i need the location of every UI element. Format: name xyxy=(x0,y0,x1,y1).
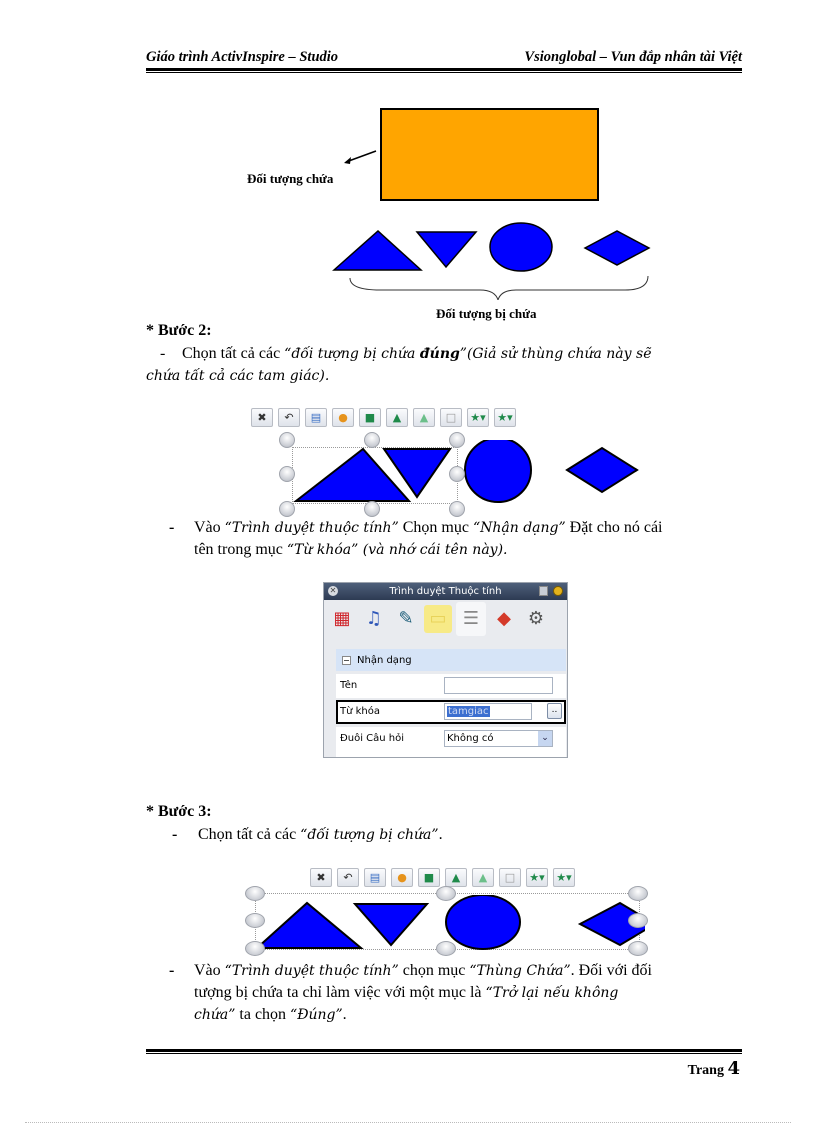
resize-handle[interactable] xyxy=(628,913,648,928)
fill-color-icon[interactable]: ● xyxy=(391,868,413,887)
header-right-title: Vsionglobal – Vun đắp nhân tài Việt xyxy=(524,49,742,65)
group-icon[interactable]: ■ xyxy=(359,408,381,427)
tab-annotation-icon[interactable]: ✎ xyxy=(398,608,414,629)
fill-color-icon[interactable]: ● xyxy=(332,408,354,427)
resize-handle[interactable] xyxy=(628,886,648,901)
resize-handle[interactable] xyxy=(245,913,265,928)
properties-icon[interactable]: ▤ xyxy=(364,868,386,887)
resize-handle[interactable] xyxy=(436,941,456,956)
shape-menu-icon[interactable]: ★▾ xyxy=(526,868,548,887)
resize-handle[interactable] xyxy=(245,941,265,956)
send-backward-icon[interactable]: ▲ xyxy=(413,408,435,427)
properties-icon[interactable]: ▤ xyxy=(305,408,327,427)
object-edit-toolbar: ✖ ↶ ▤ ● ■ ▲ ▲ □ ★▾ ★▾ xyxy=(251,408,516,427)
resize-handle[interactable] xyxy=(279,501,295,517)
duplicate-icon[interactable]: □ xyxy=(440,408,462,427)
resize-handle[interactable] xyxy=(449,466,465,482)
header-rule-thin xyxy=(146,72,742,73)
rotate-icon[interactable]: ↶ xyxy=(337,868,359,887)
header-rule xyxy=(146,68,742,71)
step-3-title: * Bước 3: xyxy=(146,803,212,820)
collapse-icon[interactable] xyxy=(342,655,351,665)
scale-handle[interactable] xyxy=(628,941,648,956)
footer-rule xyxy=(146,1049,742,1052)
resize-handle[interactable] xyxy=(279,432,295,448)
move-icon[interactable]: ✖ xyxy=(251,408,273,427)
all-shapes-selection-illustration xyxy=(255,895,645,950)
container-shapes-illustration xyxy=(332,108,651,300)
row-keyword: Từ khóa tamgiac .. xyxy=(336,700,566,724)
question-tag-select[interactable]: Không có ⌄ xyxy=(444,730,553,747)
group-icon[interactable]: ■ xyxy=(418,868,440,887)
close-icon[interactable]: ✕ xyxy=(328,586,338,596)
step-2-instruction-2: Vào “Trình duyệt thuộc tính” Chọn mục “N… xyxy=(194,519,663,558)
bring-forward-icon[interactable]: ▲ xyxy=(445,868,467,887)
step-2-title: * Bước 2: xyxy=(146,322,212,339)
name-input[interactable] xyxy=(444,677,553,694)
tab-pages-icon[interactable]: ▦ xyxy=(333,608,351,629)
dialog-title-bar[interactable]: ✕ Trình duyệt Thuộc tính xyxy=(324,583,567,600)
tab-resources-icon[interactable]: ♫ xyxy=(365,608,383,629)
scale-handle[interactable] xyxy=(449,501,465,517)
rotate-icon[interactable]: ↶ xyxy=(278,408,300,427)
bring-forward-icon[interactable]: ▲ xyxy=(386,408,408,427)
tab-actions-icon[interactable]: ◆ xyxy=(497,608,511,629)
bullet-dash: - xyxy=(169,962,175,979)
resize-handle[interactable] xyxy=(245,886,265,901)
step-3-instruction-2: Vào “Trình duyệt thuộc tính” chọn mục “T… xyxy=(194,962,652,1023)
tab-notes-icon[interactable]: ▭ xyxy=(424,604,452,633)
section-identification[interactable]: Nhận dạng xyxy=(336,649,566,671)
object-edit-toolbar-2: ✖ ↶ ▤ ● ■ ▲ ▲ □ ★▾ ★▾ xyxy=(310,868,575,887)
tab-properties-icon[interactable]: ☰ xyxy=(456,601,486,636)
tab-voting-icon[interactable]: ⚙ xyxy=(527,608,545,629)
calculator-icon[interactable] xyxy=(539,586,548,596)
contained-label: Đối tượng bị chứa xyxy=(436,306,537,321)
step-2-instruction-1: -Chọn tất cả các “đối tượng bị chứa đúng… xyxy=(146,345,652,384)
shapes-selection-illustration xyxy=(293,440,639,503)
dialog-title: Trình duyệt Thuộc tính xyxy=(389,586,502,597)
resize-handle[interactable] xyxy=(364,432,380,448)
property-browser-dialog: ✕ Trình duyệt Thuộc tính ▦ ♫ ✎ ▭ ☰ ◆ ⚙ N… xyxy=(323,582,568,758)
footer-rule-thin xyxy=(146,1053,742,1054)
bullet-dash: - xyxy=(172,826,178,843)
bullet-dash: - xyxy=(169,519,175,536)
shape-menu-icon[interactable]: ★▾ xyxy=(467,408,489,427)
more-menu-icon[interactable]: ★▾ xyxy=(494,408,516,427)
more-menu-icon[interactable]: ★▾ xyxy=(553,868,575,887)
resize-handle[interactable] xyxy=(364,501,380,517)
row-question-tag: Đuôi Câu hỏi Không có ⌄ xyxy=(336,727,566,757)
keyword-input[interactable]: tamgiac xyxy=(444,703,532,720)
resize-handle[interactable] xyxy=(279,466,295,482)
pin-icon[interactable] xyxy=(553,586,563,596)
send-backward-icon[interactable]: ▲ xyxy=(472,868,494,887)
move-icon[interactable]: ✖ xyxy=(310,868,332,887)
page-number: Trang 4 xyxy=(687,1058,740,1079)
header-left-title: Giáo trình ActivInspire – Studio xyxy=(146,49,339,65)
chevron-down-icon[interactable]: ⌄ xyxy=(538,731,552,746)
dialog-tab-strip: ▦ ♫ ✎ ▭ ☰ ◆ ⚙ xyxy=(324,600,567,637)
row-name: Tên xyxy=(336,674,566,698)
step-3-instruction-1: Chọn tất cả các “đối tượng bị chứa”. xyxy=(198,826,443,843)
duplicate-icon[interactable]: □ xyxy=(499,868,521,887)
resize-handle[interactable] xyxy=(449,432,465,448)
container-label: Đối tượng chứa xyxy=(247,171,334,186)
resize-handle[interactable] xyxy=(436,886,456,901)
browse-button[interactable]: .. xyxy=(547,703,562,719)
